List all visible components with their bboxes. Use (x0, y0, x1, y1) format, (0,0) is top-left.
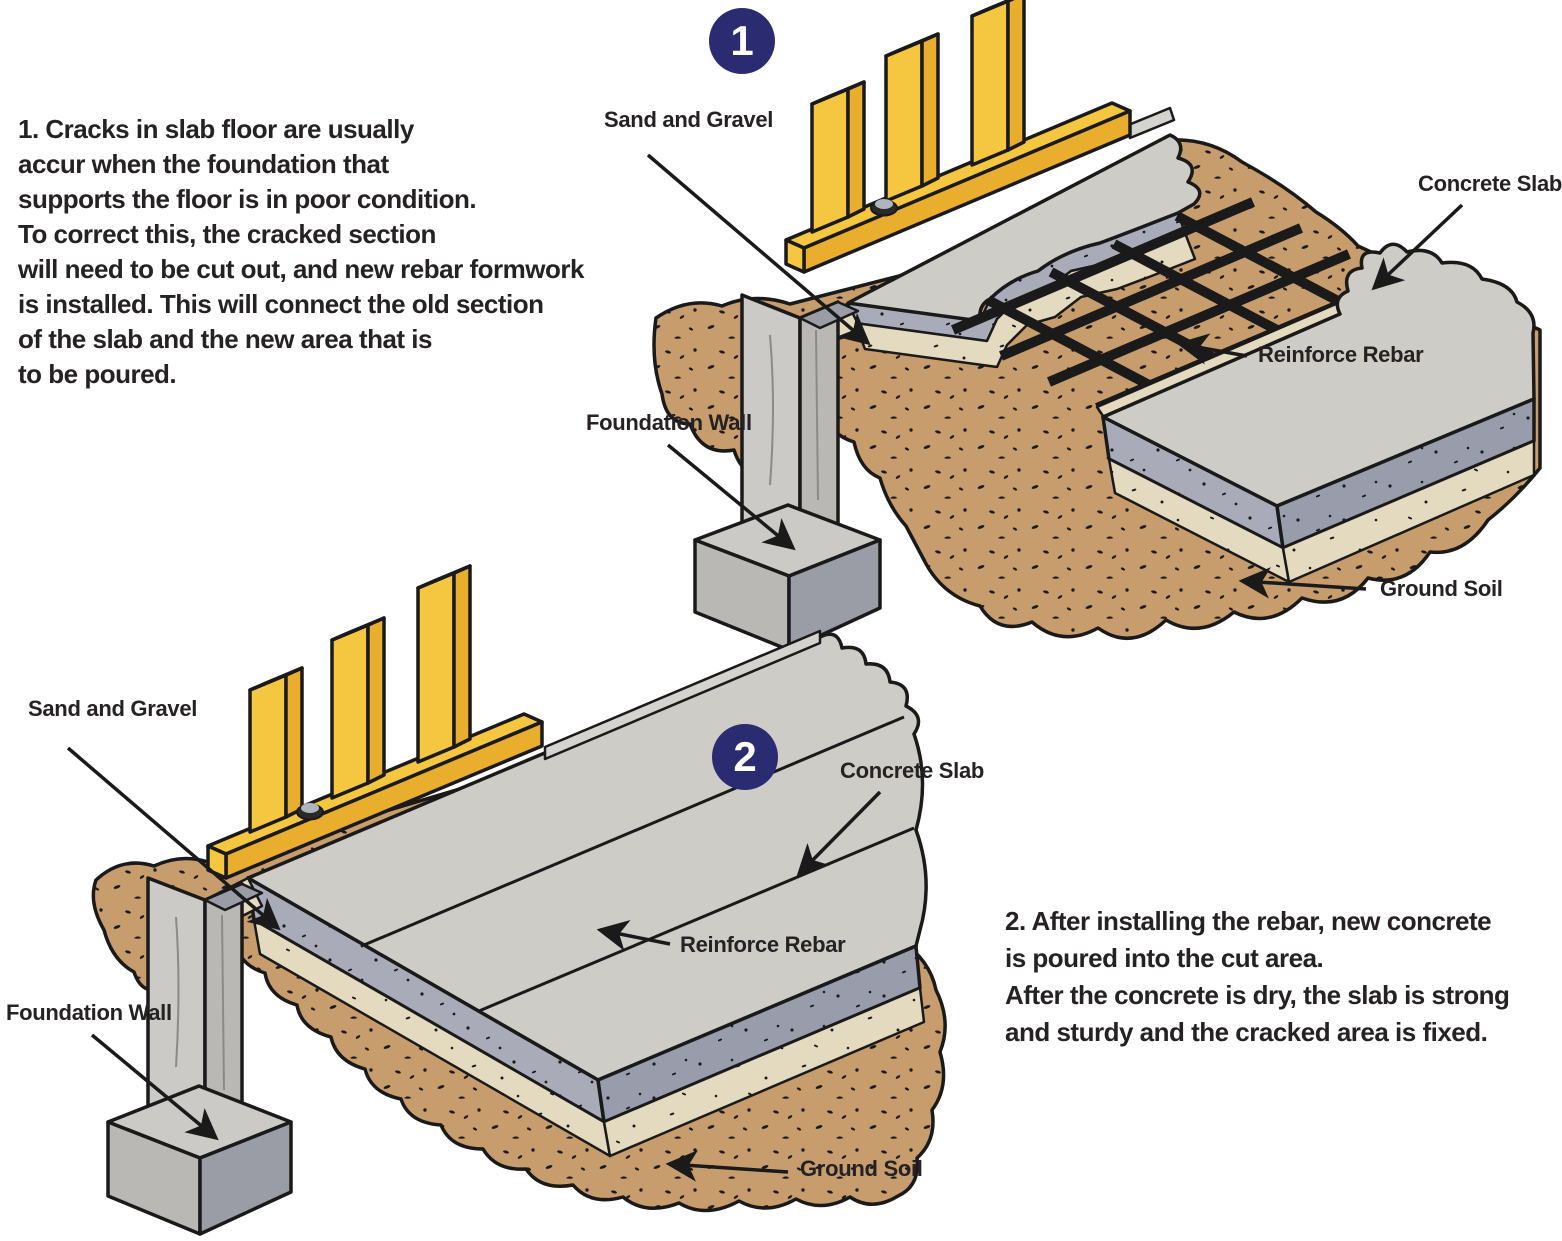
arrow-reinforce-rebar-1 (1176, 333, 1248, 365)
slab-joint-line (478, 826, 915, 1013)
step-badge-1: 1 (709, 8, 775, 74)
wood-formwork-2 (206, 564, 822, 880)
arrow-sand-gravel-1 (646, 153, 871, 346)
form-rail-2 (543, 629, 822, 761)
panel1-illustration (652, 0, 1542, 652)
label-reinforce-rebar-1: Reinforce Rebar (1258, 342, 1424, 367)
footing-2 (106, 1084, 293, 1236)
panel2-illustration (91, 564, 947, 1236)
sand-band-right-1 (1281, 439, 1536, 584)
new-concrete-slab-top-1 (1101, 242, 1536, 508)
footing-1 (693, 503, 882, 652)
sand-band-right-2 (602, 986, 926, 1158)
callout-arrows (66, 153, 1464, 1182)
label-foundation-wall-1: Foundation Wall (586, 410, 752, 435)
arrow-ground-soil-1 (1238, 567, 1367, 599)
arrow-ground-soil-2 (665, 1150, 789, 1182)
wood-formwork-1 (784, 0, 1132, 274)
arrow-sand-gravel-2 (66, 746, 281, 931)
step-number-2: 2 (733, 733, 757, 780)
label-reinforce-rebar-2: Reinforce Rebar (680, 932, 846, 957)
arrow-foundation-wall-1 (666, 443, 796, 551)
label-ground-soil-2: Ground Soil (800, 1156, 923, 1181)
label-concrete-slab-2: Concrete Slab (840, 758, 985, 783)
label-sand-gravel-1: Sand and Gravel (604, 107, 774, 132)
label-ground-soil-1: Ground Soil (1380, 576, 1503, 601)
label-sand-gravel-2: Sand and Gravel (28, 696, 198, 721)
form-rail-1 (1124, 106, 1176, 140)
label-concrete-slab-1: Concrete Slab (1418, 171, 1562, 196)
step1-description: 1. Cracks in slab floor are usually accu… (18, 114, 584, 389)
arrow-concrete-slab-2 (796, 790, 882, 877)
step2-description: 2. After installing the rebar, new concr… (1005, 906, 1510, 1047)
arrow-foundation-wall-2 (90, 1033, 219, 1141)
slab-joint-line (363, 715, 905, 947)
arrow-concrete-slab-1 (1371, 203, 1464, 291)
old-concrete-slab-top-1 (846, 133, 1202, 323)
foundation-wall-2 (146, 876, 264, 1140)
foundation-wall-1 (740, 293, 860, 554)
step-badge-2: 2 (712, 724, 778, 790)
step-number-1: 1 (730, 17, 754, 64)
arrow-reinforce-rebar-2 (596, 920, 671, 951)
label-foundation-wall-2: Foundation Wall (6, 1000, 172, 1025)
